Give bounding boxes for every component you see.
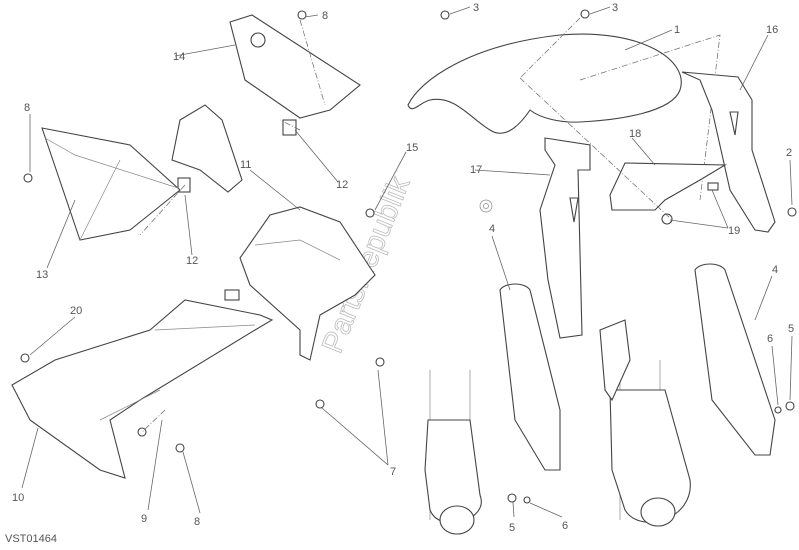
callout-4: 4 <box>489 223 495 235</box>
callout-8: 8 <box>322 10 328 22</box>
callout-8: 8 <box>24 102 30 114</box>
callout-12: 12 <box>186 255 198 267</box>
callout-5: 5 <box>509 522 515 534</box>
callout-17: 17 <box>470 164 482 176</box>
callout-3: 3 <box>612 2 618 14</box>
callout-2: 2 <box>786 147 792 159</box>
callout-16: 16 <box>766 24 778 36</box>
callout-10: 10 <box>12 492 24 504</box>
callout-5: 5 <box>788 323 794 335</box>
callout-1: 1 <box>674 24 680 36</box>
screws <box>20 9 797 504</box>
callout-13: 13 <box>36 269 48 281</box>
callout-11: 11 <box>240 159 251 171</box>
callout-4: 4 <box>772 264 778 276</box>
callout-19: 19 <box>728 225 740 237</box>
callout-6: 6 <box>562 520 568 532</box>
fender-bracket-17[interactable] <box>539 137 591 339</box>
mount-bracket <box>171 104 243 193</box>
callout-20: 20 <box>70 305 82 317</box>
side-panel-14[interactable] <box>229 14 361 119</box>
radiator-cover-11[interactable] <box>239 206 376 361</box>
callout-18: 18 <box>629 128 641 140</box>
fork-cover-right[interactable] <box>694 263 776 456</box>
callout-9: 9 <box>141 513 147 525</box>
callout-14: 14 <box>173 51 185 63</box>
grommet-12b[interactable] <box>177 177 191 193</box>
nut-19[interactable] <box>661 213 673 225</box>
fork-cover-left[interactable] <box>499 283 561 471</box>
spacer[interactable] <box>224 289 240 301</box>
leader-lines <box>21 6 793 518</box>
side-panel-13[interactable] <box>41 127 181 241</box>
lower-fairing-10[interactable] <box>11 299 274 479</box>
gear-watermark-icon <box>479 199 493 213</box>
grommet-12[interactable] <box>282 119 297 136</box>
diagram-code: VST01464 <box>5 533 57 545</box>
callout-12: 12 <box>336 179 348 191</box>
fender-bracket-right[interactable] <box>681 71 776 233</box>
callout-8: 8 <box>194 516 200 528</box>
callout-15: 15 <box>406 142 418 154</box>
nut-19b[interactable] <box>707 182 719 191</box>
callout-labels: 8 3 3 1 16 14 8 11 15 12 12 13 17 18 2 1… <box>12 2 794 534</box>
callout-7: 7 <box>390 466 396 478</box>
front-fender[interactable] <box>407 33 682 134</box>
callout-3: 3 <box>473 2 479 14</box>
fender-bracket-18[interactable] <box>609 162 727 211</box>
callout-6: 6 <box>767 333 773 345</box>
